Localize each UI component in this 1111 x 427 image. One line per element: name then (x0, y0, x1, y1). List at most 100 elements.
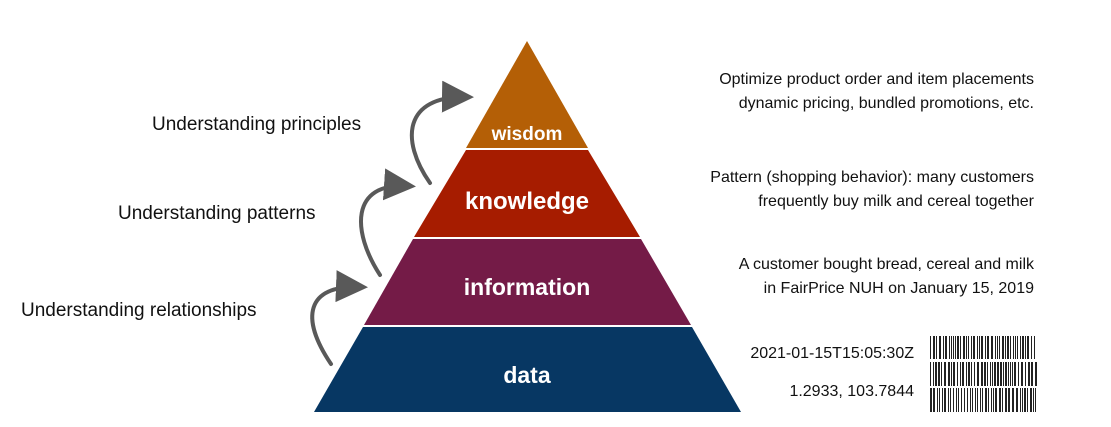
barcode-bar (970, 388, 971, 412)
barcode-bar (948, 388, 949, 412)
barcode-bar (990, 362, 991, 386)
barcode-bar (981, 362, 983, 386)
barcode-bar (961, 388, 962, 412)
barcode-bar (994, 362, 996, 386)
barcode-bar (985, 336, 986, 359)
barcode-bar (1027, 336, 1029, 359)
barcode-bar (967, 388, 968, 412)
pyramid-data-band (314, 327, 741, 412)
barcode-bar (1015, 336, 1016, 359)
pyramid-data-label: data (503, 362, 551, 388)
pyramid-information-band (364, 239, 691, 325)
barcode-bar (1003, 362, 1004, 386)
barcode-bar (966, 336, 967, 359)
barcode-bar (985, 388, 987, 412)
barcode-bar (957, 362, 958, 386)
label-understanding-principles: Understanding principles (152, 114, 362, 135)
barcode-bar (987, 362, 988, 386)
pyramid-knowledge-label: knowledge (465, 188, 589, 215)
barcode-bar (950, 388, 951, 412)
barcode-bar (948, 362, 950, 386)
barcode-bar (1033, 388, 1034, 412)
barcode-bar (960, 362, 961, 386)
barcode-bar (1035, 362, 1037, 386)
pyramid-wisdom-label: wisdom (491, 124, 563, 145)
barcode-bar (1025, 362, 1026, 386)
barcode-bar (1007, 336, 1009, 359)
pyramid-knowledge-band (414, 150, 640, 237)
barcode-bar (951, 362, 952, 386)
barcode-bar (968, 336, 969, 359)
barcode-bar (1022, 388, 1023, 412)
barcode-bar (977, 336, 978, 359)
barcode-bar (949, 336, 950, 359)
pyramid-information-label: information (464, 274, 591, 300)
arrow-relationships-icon (310, 270, 368, 366)
barcode-bar (938, 362, 940, 386)
barcode-bar (943, 336, 944, 359)
barcode-bar (936, 336, 937, 359)
barcode-bar (963, 336, 965, 359)
barcode-bar (933, 388, 935, 412)
barcode-bar (1008, 362, 1009, 386)
barcode-bar (930, 388, 932, 412)
barcode-bar (951, 336, 952, 359)
barcode-bar (1035, 388, 1036, 412)
barcode-bar (945, 336, 947, 359)
barcode-bar (953, 336, 954, 359)
barcode-bar (997, 362, 999, 386)
barcode-bar (982, 388, 983, 412)
barcode-bar (980, 388, 981, 412)
barcode-bar (971, 336, 972, 359)
barcode-bar (930, 362, 931, 386)
barcode-bar (933, 362, 934, 386)
barcode-bar (962, 362, 964, 386)
barcode-bar (999, 336, 1000, 359)
data-coordinates: 1.2933, 103.7844 (789, 383, 914, 400)
barcode-bar (1031, 336, 1032, 359)
barcode-bar (1030, 388, 1032, 412)
barcode-bar (1014, 362, 1016, 386)
barcode-bar (1018, 362, 1019, 386)
barcode-bar (933, 336, 935, 359)
barcode-bar (1031, 362, 1033, 386)
barcode-bar (979, 336, 980, 359)
barcode-bar (977, 388, 978, 412)
knowledge-description-line-1: Pattern (shopping behavior): many custom… (710, 169, 1034, 186)
arrow-patterns-icon (359, 168, 416, 277)
barcode-bar (966, 362, 967, 386)
barcode-bar (1002, 336, 1004, 359)
barcode-bar (1005, 336, 1006, 359)
barcode-bar (957, 336, 959, 359)
barcode-bar (1005, 362, 1007, 386)
barcode-bar (988, 388, 989, 412)
barcode-bar (1028, 362, 1030, 386)
wisdom-description-line-1: Optimize product order and item placemen… (719, 71, 1034, 88)
barcode-bar (956, 388, 957, 412)
barcode-bar (972, 388, 973, 412)
barcode-bar (992, 362, 993, 386)
barcode-bar (935, 362, 937, 386)
barcode-bar (1021, 362, 1023, 386)
barcode-bar (974, 362, 975, 386)
barcode-bar (958, 388, 959, 412)
barcode-bar (944, 362, 946, 386)
barcode-bar (1034, 336, 1035, 359)
barcode-bar (981, 336, 983, 359)
wisdom-description: Optimize product order and item placemen… (719, 68, 1034, 116)
barcode-bar (1000, 362, 1002, 386)
barcode-bar (1010, 362, 1011, 386)
barcode-bar (995, 388, 997, 412)
barcode-bar (968, 362, 970, 386)
barcode-bar (1025, 336, 1026, 359)
wisdom-description-line-2: dynamic pricing, bundled promotions, etc… (738, 95, 1034, 112)
information-description-line-2: in FairPrice NUH on January 15, 2019 (763, 280, 1034, 297)
data-timestamp: 2021-01-15T15:05:30Z (750, 345, 914, 362)
knowledge-description: Pattern (shopping behavior): many custom… (710, 166, 1034, 214)
barcode-bar (953, 362, 955, 386)
barcode-bar (991, 336, 993, 359)
barcode-bar (991, 388, 992, 412)
barcode-bar (997, 336, 998, 359)
information-description: A customer bought bread, cereal and milk… (739, 253, 1034, 301)
